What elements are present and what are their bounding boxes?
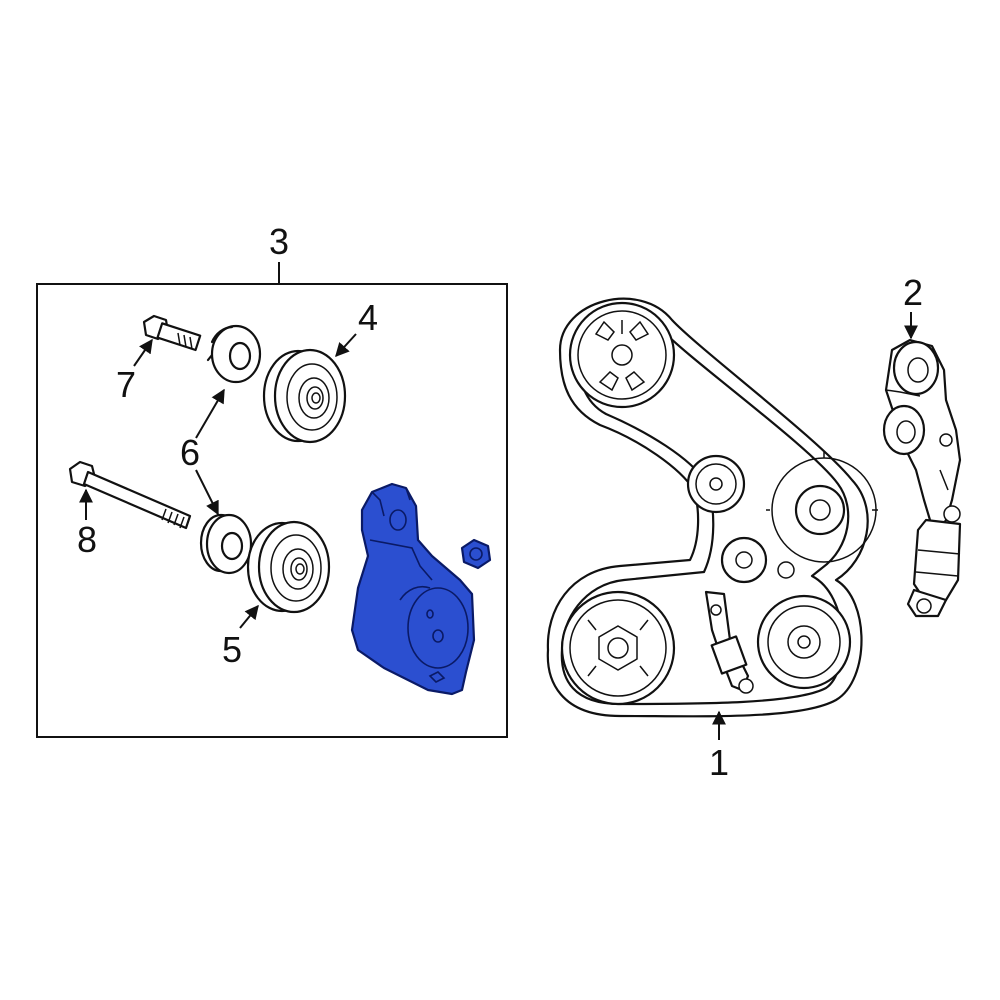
callout-8: 8 [77, 519, 97, 560]
callout-labels: 1 2 3 4 5 6 7 8 [77, 221, 923, 783]
idler-pulley-middle [720, 536, 795, 584]
part-2-tensioner-damper[interactable] [882, 338, 962, 618]
crankshaft-pulley [560, 590, 676, 706]
part-6-lower-spacer[interactable] [199, 513, 253, 575]
tensioner-pulley-right [766, 452, 878, 563]
part-4-upper-pulley[interactable] [262, 348, 347, 444]
callout-3: 3 [269, 221, 289, 262]
top-pulley [568, 301, 676, 409]
tensioner-highlighted[interactable] [350, 482, 476, 696]
leader-6b [195, 469, 219, 516]
callout-1: 1 [709, 742, 729, 783]
idler-pulley-upper [686, 454, 746, 514]
tensioner-bracket [704, 590, 754, 694]
part-8-long-bolt[interactable] [68, 460, 192, 530]
ac-compressor-pulley [756, 594, 852, 690]
part-6-upper-spacer[interactable] [206, 324, 262, 384]
hex-nut[interactable] [460, 538, 492, 570]
part-5-lower-pulley[interactable] [246, 520, 331, 614]
leader-4 [335, 333, 357, 358]
leader-7 [133, 338, 153, 367]
callout-5: 5 [222, 629, 242, 670]
callout-4: 4 [358, 297, 378, 338]
callout-6: 6 [180, 432, 200, 473]
callout-2: 2 [903, 272, 923, 313]
part-7-short-bolt[interactable] [142, 314, 202, 352]
assembly-3-group-box [36, 262, 508, 738]
leader-lines [79, 312, 918, 740]
leader-5 [239, 604, 259, 629]
leader-6a [195, 388, 225, 439]
callout-7: 7 [116, 364, 136, 405]
